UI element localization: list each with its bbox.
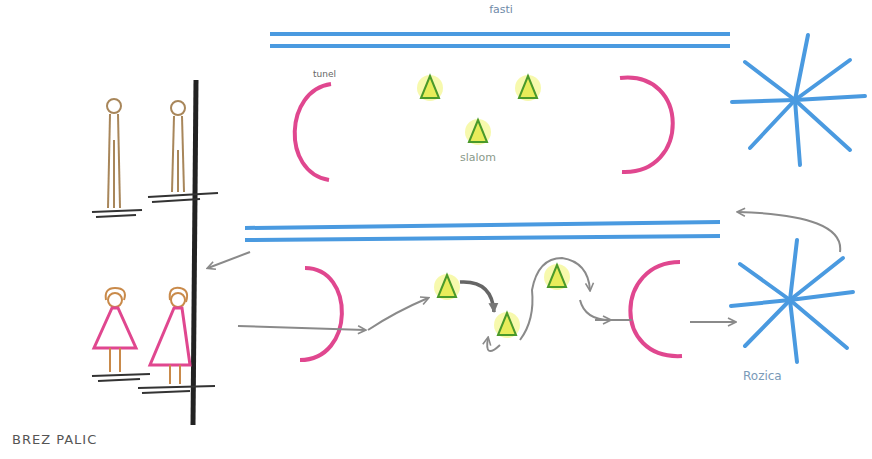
- slalom-cone: [417, 75, 541, 101]
- note-label: BREZ PALIC: [12, 432, 97, 447]
- skier-girl: [94, 288, 190, 384]
- node-label: slalom: [460, 152, 496, 164]
- node-label: Rozica: [743, 370, 782, 383]
- tunnel-arc: [300, 268, 342, 360]
- tunnel-arc: [620, 78, 673, 172]
- pole: [193, 80, 196, 425]
- node-label: fasti: [489, 4, 513, 16]
- tunnel-arc-outline: [283, 68, 355, 186]
- slalom-cone: [434, 264, 570, 338]
- flower-star: Rozica: [725, 236, 860, 392]
- route-arrow: [208, 212, 840, 351]
- flower-star-outline: [725, 236, 860, 392]
- tunnel-arc: [630, 262, 682, 356]
- tunnel-arc: tunel: [283, 68, 355, 186]
- flower-star: [732, 35, 865, 165]
- fence-band: [245, 222, 720, 240]
- skier-boy: [107, 99, 185, 208]
- slalom-cone: slalom: [445, 112, 511, 174]
- node-label: tunel: [313, 70, 336, 80]
- fence-band: fasti: [268, 4, 734, 54]
- skis: [92, 193, 218, 393]
- slalom-cone-outline: [445, 112, 511, 174]
